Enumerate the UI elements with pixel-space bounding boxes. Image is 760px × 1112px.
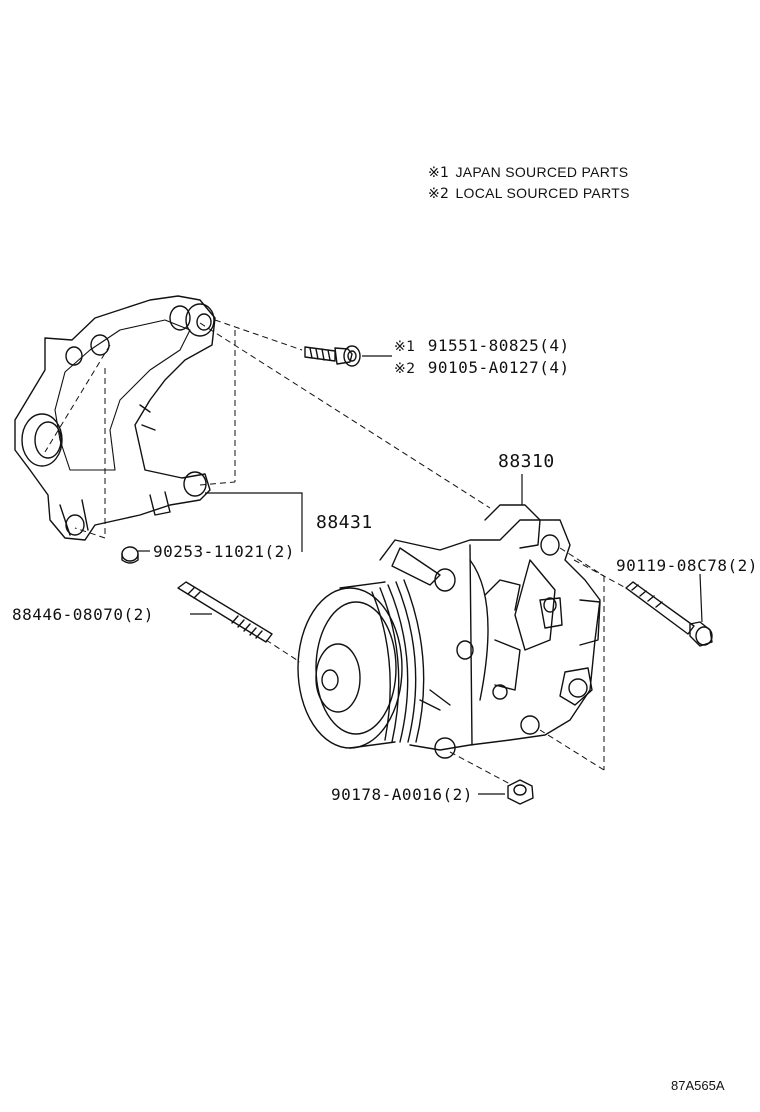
stud-number: 88446-08070 bbox=[12, 605, 124, 624]
bolt-local-number: 90105-A0127 bbox=[427, 358, 540, 377]
compressor-nut bbox=[507, 779, 534, 805]
compressor-bolt-number: 90119-08C78 bbox=[616, 556, 728, 575]
note-mark-2: ※2 bbox=[428, 186, 450, 202]
part-label-bracket[interactable]: 88431 bbox=[316, 512, 373, 533]
part-label-stud[interactable]: 88446-08070(2) bbox=[12, 606, 154, 624]
part-label-compressor-bolt[interactable]: 90119-08C78(2) bbox=[616, 557, 758, 575]
bracket-nut bbox=[121, 546, 139, 564]
dashed-guide-lines bbox=[44, 319, 627, 785]
bolt-japan-mark: ※1 bbox=[394, 339, 416, 355]
leader-lines bbox=[138, 355, 703, 795]
compressor-bolt bbox=[625, 581, 713, 647]
compressor-88310 bbox=[297, 504, 601, 759]
part-label-bracket-nut[interactable]: 90253-11021(2) bbox=[153, 543, 295, 561]
part-label-compressor-nut[interactable]: 90178-A0016(2) bbox=[331, 786, 473, 804]
bolt-japan-qty: (4) bbox=[539, 336, 570, 355]
bracket-nut-qty: (2) bbox=[264, 542, 295, 561]
note-text-1: JAPAN SOURCED PARTS bbox=[455, 164, 629, 180]
bolt-japan-number: 91551-80825 bbox=[427, 336, 540, 355]
part-label-bolt-japan[interactable]: ※1 91551-80825(4) bbox=[394, 337, 570, 356]
bracket-88431 bbox=[14, 295, 216, 541]
bracket-nut-number: 90253-11021 bbox=[153, 542, 265, 561]
compressor-nut-number: 90178-A0016 bbox=[331, 785, 443, 804]
illustration-code: 87A565A bbox=[671, 1078, 725, 1093]
stud bbox=[177, 581, 273, 643]
compressor-bolt-qty: (2) bbox=[727, 556, 758, 575]
note-local-sourced: ※2 LOCAL SOURCED PARTS bbox=[428, 185, 630, 202]
part-label-bolt-local[interactable]: ※2 90105-A0127(4) bbox=[394, 359, 570, 378]
bolt-local-qty: (4) bbox=[539, 358, 570, 377]
part-label-compressor[interactable]: 88310 bbox=[498, 451, 555, 472]
note-mark-1: ※1 bbox=[428, 165, 450, 181]
bracket-bolt bbox=[304, 345, 361, 367]
stud-qty: (2) bbox=[123, 605, 154, 624]
note-text-2: LOCAL SOURCED PARTS bbox=[455, 185, 630, 201]
bolt-local-mark: ※2 bbox=[394, 361, 416, 377]
compressor-nut-qty: (2) bbox=[442, 785, 473, 804]
note-japan-sourced: ※1 JAPAN SOURCED PARTS bbox=[428, 164, 628, 181]
